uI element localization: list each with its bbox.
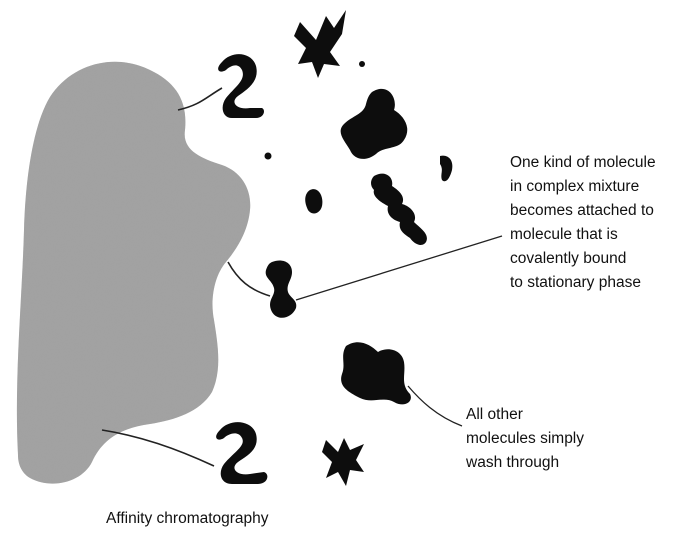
label-attached-line: One kind of molecule (510, 151, 656, 175)
free-molecule-star-top (294, 10, 346, 78)
label-attached-line: molecule that is (510, 223, 656, 247)
ligand-middle (266, 260, 297, 317)
label-attached-line: to stationary phase (510, 271, 656, 295)
ligand-top (218, 54, 264, 118)
free-molecule-large-lower (341, 342, 411, 404)
label-attached-line: becomes attached to (510, 199, 656, 223)
linker-middle (228, 262, 270, 296)
callout-line-wash (408, 386, 462, 426)
ligand-bottom (216, 422, 267, 484)
linker-bottom (102, 430, 214, 466)
label-wash: All other molecules simply wash through (466, 403, 584, 475)
label-attached-line: covalently bound (510, 247, 656, 271)
linker-top (178, 88, 222, 110)
label-attached: One kind of molecule in complex mixture … (510, 151, 656, 295)
label-wash-line: molecules simply (466, 427, 584, 451)
label-attached-line: in complex mixture (510, 175, 656, 199)
free-molecule-dot-b (265, 153, 272, 160)
free-molecule-squiggle (371, 174, 427, 245)
free-molecule-comma (440, 156, 452, 182)
free-molecule-star-bottom (322, 438, 364, 486)
free-molecule-dot-a (359, 61, 365, 67)
stationary-phase (17, 62, 250, 484)
free-molecule-blob-small (305, 189, 322, 213)
callout-line-attached (296, 236, 502, 300)
label-wash-line: All other (466, 403, 584, 427)
free-molecule-large-upper (341, 89, 408, 159)
caption: Affinity chromatography (106, 510, 269, 528)
label-wash-line: wash through (466, 451, 584, 475)
